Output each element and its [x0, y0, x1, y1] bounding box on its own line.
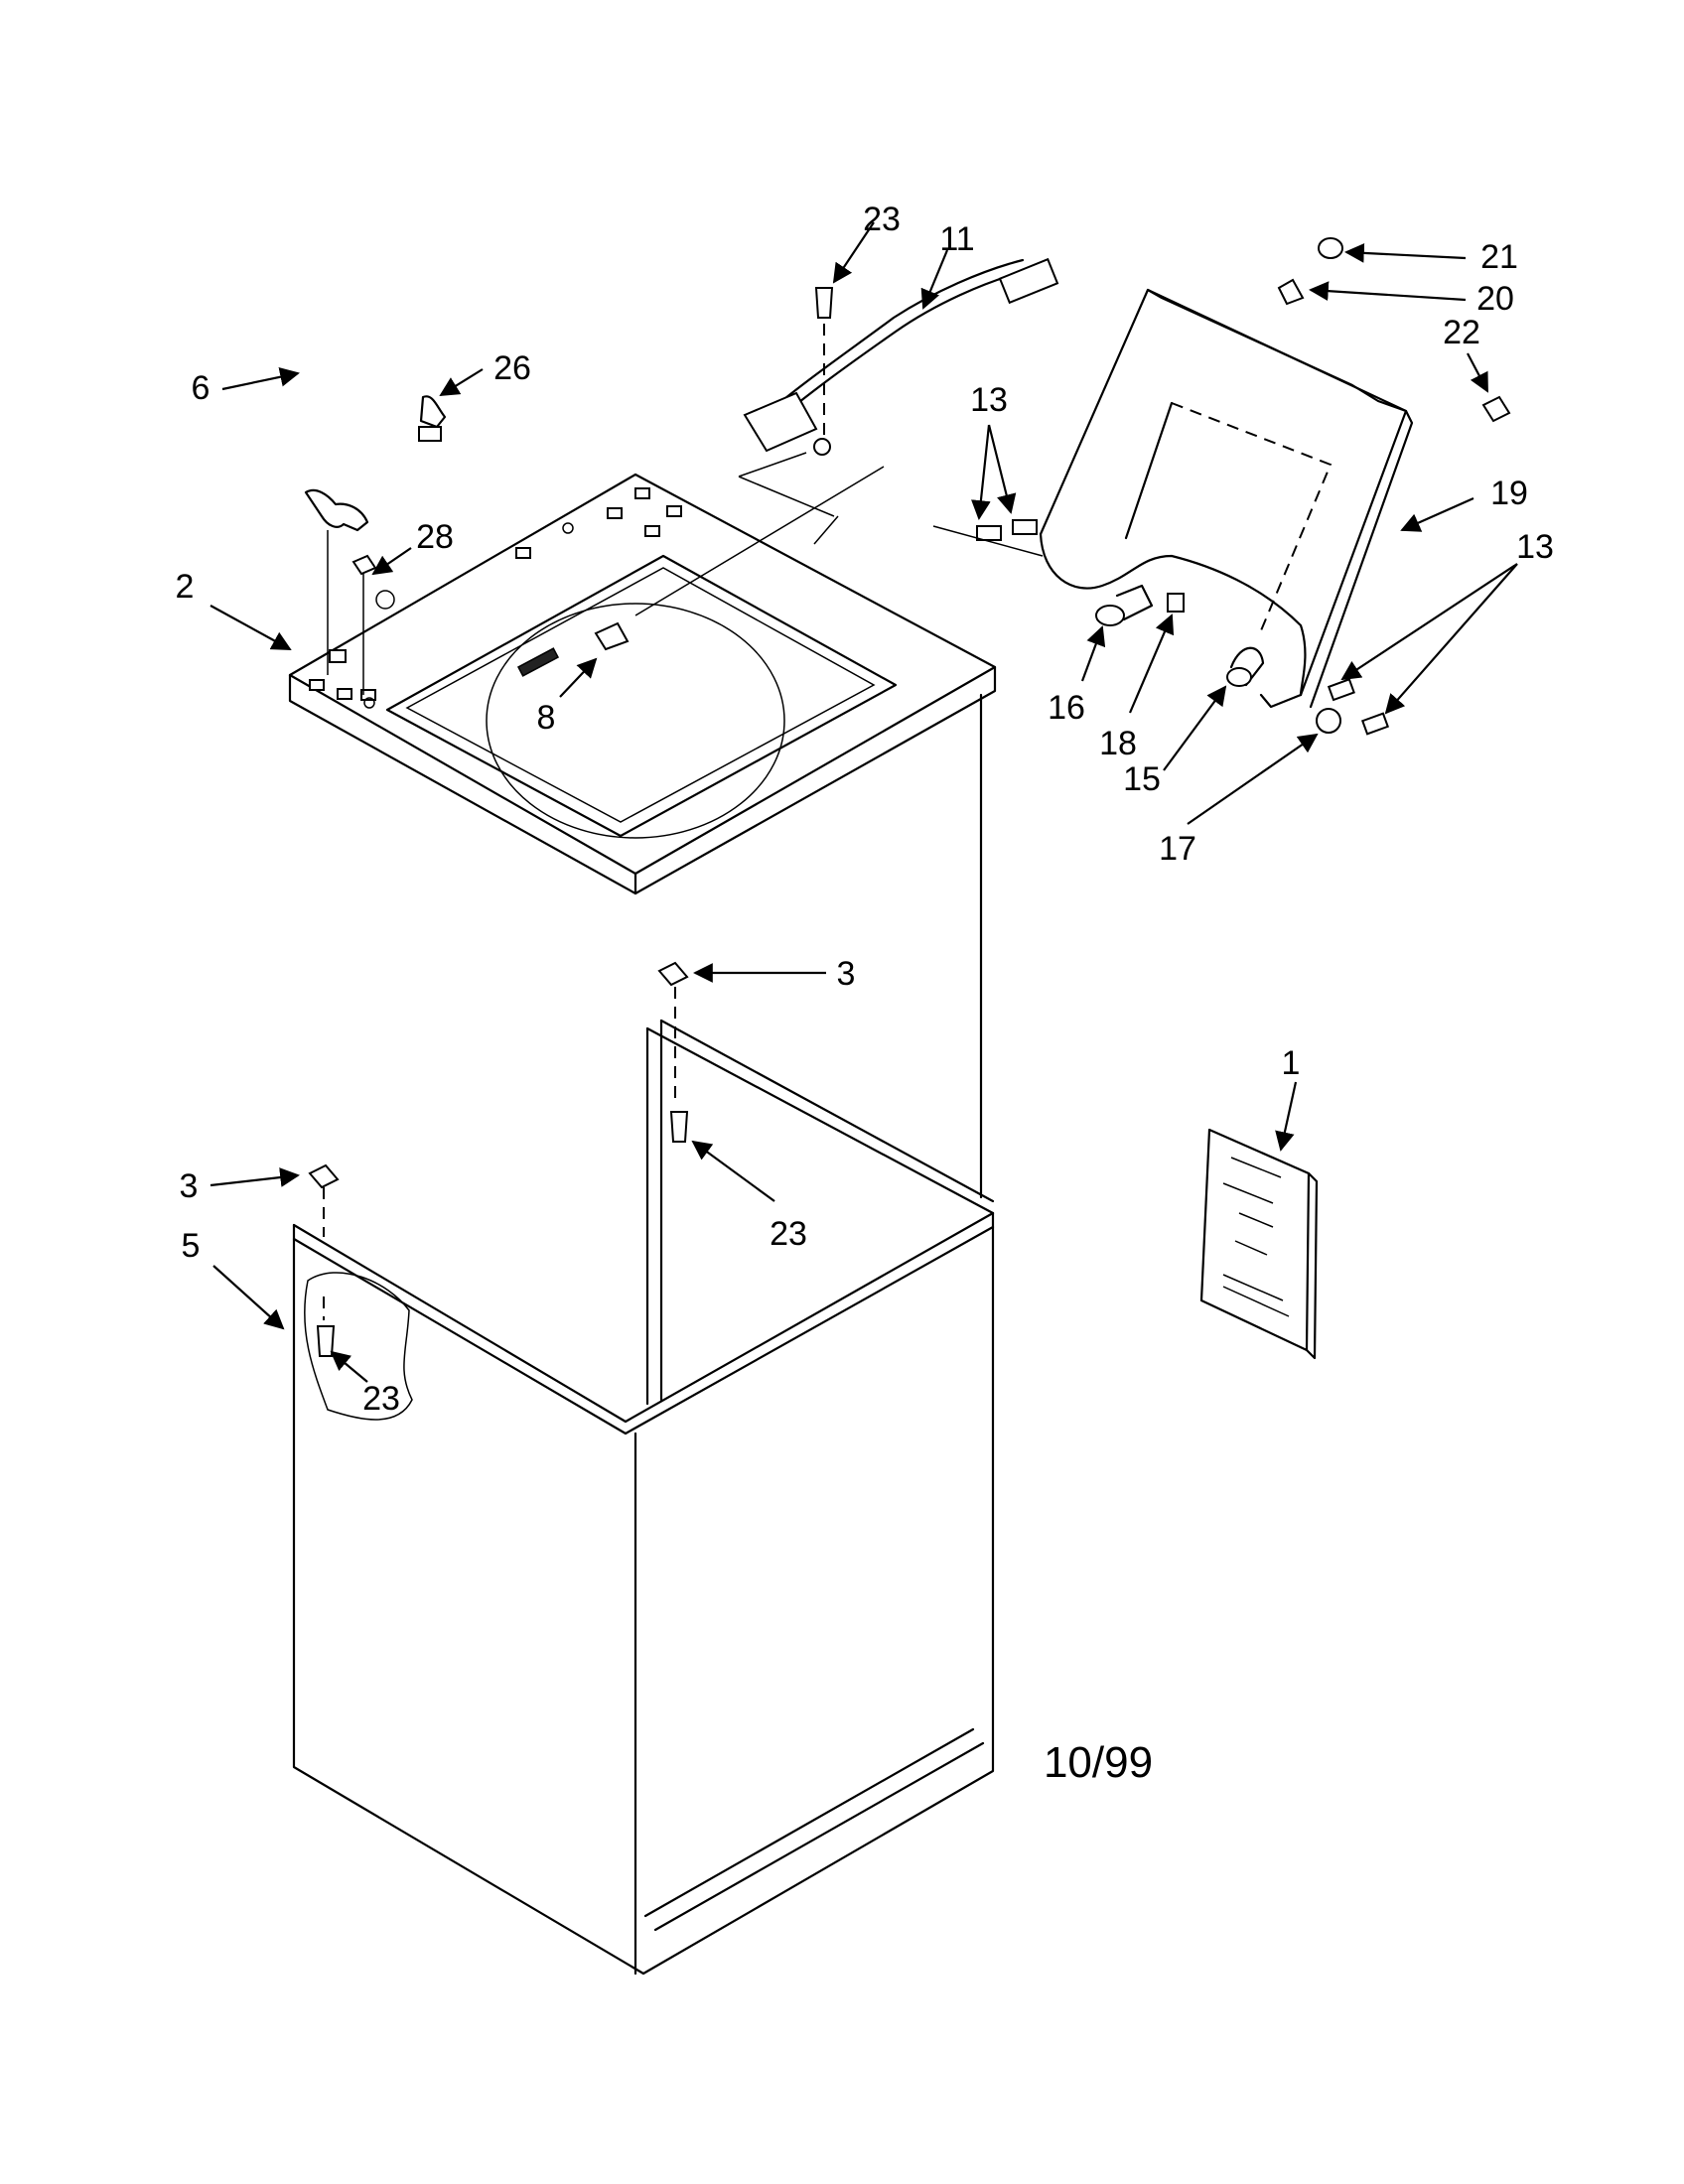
callout-labels: 1 2 3 3 5 6 8 11 13 13 15 16 17 18 19 20… [176, 201, 1554, 1787]
callout-6: 6 [192, 369, 210, 407]
callout-1: 1 [1282, 1044, 1301, 1082]
callout-28: 28 [416, 518, 454, 556]
callout-15: 15 [1123, 760, 1161, 798]
callout-23-rear: 23 [770, 1215, 807, 1253]
leader-lines [210, 221, 1518, 1383]
lid [1039, 288, 1414, 709]
callout-22: 22 [1443, 314, 1480, 351]
callout-8: 8 [537, 699, 556, 737]
cabinet [292, 693, 995, 1976]
callout-23-harness: 23 [863, 201, 901, 238]
callout-16: 16 [1048, 689, 1085, 727]
callout-3-front: 3 [180, 1167, 199, 1205]
callout-19: 19 [1490, 475, 1528, 512]
callout-2: 2 [176, 568, 195, 606]
info-sheet [1199, 1128, 1319, 1360]
callout-11: 11 [939, 220, 974, 258]
callout-3-rear: 3 [837, 955, 856, 993]
callout-20: 20 [1476, 280, 1514, 318]
top-panel [288, 473, 997, 895]
callout-17: 17 [1159, 830, 1196, 868]
callout-13-left: 13 [970, 381, 1008, 419]
callout-21: 21 [1480, 238, 1518, 276]
callout-23-front: 23 [362, 1380, 400, 1418]
callout-5: 5 [182, 1227, 201, 1265]
callout-13-right: 13 [1516, 528, 1554, 566]
callout-26: 26 [493, 349, 531, 387]
hardware [304, 237, 1511, 1357]
revision-date: 10/99 [1044, 1738, 1153, 1787]
callout-18: 18 [1099, 725, 1137, 762]
